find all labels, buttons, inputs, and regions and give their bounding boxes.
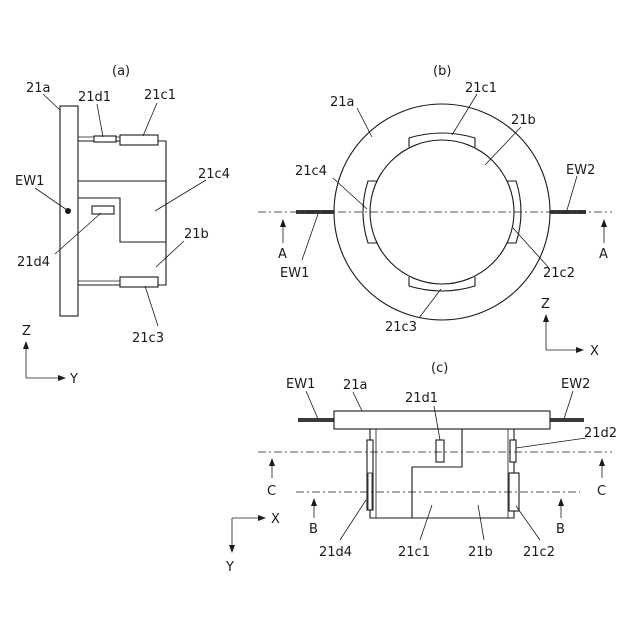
panel-a-electrode-21d1: [94, 136, 116, 142]
panel-a-electrode-21c4: [78, 181, 166, 242]
panel-b-section-arrow-left: [280, 219, 286, 243]
panel-b-axis-x: X: [590, 344, 599, 359]
panel-a-leader-21a: [43, 94, 60, 110]
panel-c-leader-21a: [353, 392, 362, 411]
panel-c-label-21d4: 21d4: [319, 545, 352, 560]
panel-c-label-21d1: 21d1: [405, 391, 438, 406]
panel-c-leader-21b: [478, 505, 484, 540]
panel-c-section-c-right: C: [597, 484, 606, 499]
panel-a-axis-y: Y: [69, 372, 78, 387]
panel-b-leader-21c3: [419, 289, 441, 318]
panel-c-leader-21d2: [516, 438, 586, 448]
panel-c-leader-21c1: [420, 505, 432, 540]
panel-c-label-21c2: 21c2: [523, 545, 555, 560]
panel-b-axis-z: Z: [541, 297, 550, 312]
panel-a-label-21d1: 21d1: [78, 90, 111, 105]
panel-b-label-21c4: 21c4: [295, 164, 327, 179]
panel-a-label-21c1: 21c1: [144, 88, 176, 103]
panel-c-axis-indicator: X Y: [225, 512, 280, 575]
panel-b-leader-ew1: [302, 214, 318, 260]
panel-c-leader-21c2: [516, 506, 540, 540]
panel-c-section-c-left: C: [267, 484, 276, 499]
panel-a-label-21d4: 21d4: [17, 255, 50, 270]
panel-c-label-ew2: EW2: [561, 377, 590, 392]
panel-b-label-ew2: EW2: [566, 163, 595, 178]
panel-a-leader-21b: [156, 241, 184, 267]
panel-c-section-b-right: B: [556, 522, 565, 537]
panel-c-axis-x: X: [271, 512, 280, 527]
panel-a-label-21c3: 21c3: [132, 331, 164, 346]
panel-c-label-21b: 21b: [468, 545, 493, 560]
panel-b-section-a-left: A: [278, 247, 287, 262]
panel-c-plate-21a: [334, 411, 550, 429]
panel-a-leader-21c3: [145, 286, 158, 326]
panel-c-section-b-left: B: [309, 522, 318, 537]
panel-a-label-ew1: EW1: [15, 174, 44, 189]
panel-c-electrode-21d2: [510, 440, 516, 462]
panel-c-label-21c1: 21c1: [398, 545, 430, 560]
panel-c-section-arrow-c-left: [269, 458, 275, 478]
panel-b-leader-ew2: [567, 176, 577, 210]
panel-a-electrode-21c3: [120, 277, 158, 287]
panel-a: (a) 21a 21d1 21c1 EW1 21c4 21d4: [15, 64, 230, 387]
panel-a-axis-z: Z: [22, 324, 31, 339]
panel-b-label-21c1: 21c1: [465, 81, 497, 96]
panel-a-label-21c4: 21c4: [198, 167, 230, 182]
panel-b-leader-21b: [485, 127, 521, 165]
panel-c-leader-21d4: [340, 500, 366, 540]
panel-b-label-21c3: 21c3: [385, 320, 417, 335]
panel-b-axis-indicator: Z X: [541, 297, 599, 359]
panel-b-section-arrow-right: [601, 219, 607, 243]
panel-a-electrode-21d4: [92, 206, 114, 214]
panel-b: (b) A A 21a 21c: [258, 64, 612, 359]
panel-c-title: (c): [431, 361, 448, 376]
panel-c-section-arrow-b-right: [558, 498, 564, 518]
panel-a-axis-indicator: Z Y: [22, 324, 78, 387]
panel-b-leader-21a: [357, 108, 372, 137]
panel-b-label-21a: 21a: [330, 95, 355, 110]
panel-b-label-21c2: 21c2: [543, 266, 575, 281]
panel-b-title: (b): [433, 64, 451, 79]
panel-c-label-ew1: EW1: [286, 377, 315, 392]
panel-a-body-21b: [78, 141, 166, 285]
panel-c-electrode-21d1: [436, 440, 444, 462]
panel-a-label-21a: 21a: [26, 81, 51, 96]
panel-c-section-arrow-c-right: [599, 458, 605, 478]
panel-c-leader-ew1: [306, 391, 318, 419]
panel-c-label-21d2: 21d2: [584, 426, 617, 441]
panel-b-label-21b: 21b: [511, 113, 536, 128]
panel-b-label-ew1: EW1: [280, 266, 309, 281]
panel-c-section-arrow-b-left: [311, 498, 317, 518]
panel-c-leader-ew2: [564, 391, 573, 419]
panel-b-section-a-right: A: [599, 247, 608, 262]
panel-a-leader-21c1: [143, 103, 157, 136]
panel-c: (c): [225, 361, 617, 575]
panel-c-axis-y: Y: [225, 560, 234, 575]
panel-a-label-21b: 21b: [184, 227, 209, 242]
panel-a-leader-21c4: [155, 180, 206, 211]
panel-a-title: (a): [112, 64, 130, 79]
panel-c-label-21a: 21a: [343, 378, 368, 393]
panel-a-electrode-21c1: [120, 135, 158, 145]
panel-b-leader-21c4: [333, 178, 367, 209]
panel-a-leader-21d1: [97, 104, 103, 137]
panel-b-leader-21c1: [452, 94, 477, 135]
